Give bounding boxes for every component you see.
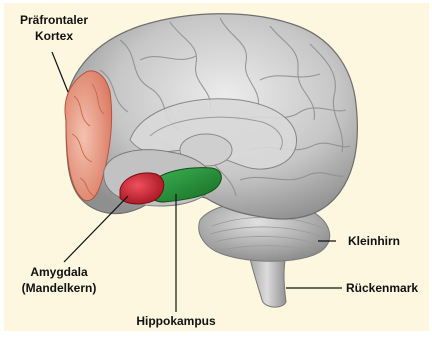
prefrontal-cortex-label: Präfrontaler Kortex (14, 12, 94, 44)
cerebellum-label: Kleinhirn (348, 233, 400, 249)
hippocampus-label: Hippokampus (126, 313, 226, 329)
amygdala-label: Amygdala (Mandelkern) (14, 264, 104, 296)
spinal-cord-label: Rückenmark (346, 280, 418, 296)
amygdala-label-line1: Amygdala (14, 264, 104, 280)
prefrontal-label-line2: Kortex (14, 28, 94, 44)
prefrontal-pointer-line (52, 52, 68, 92)
prefrontal-label-line1: Präfrontaler (14, 12, 94, 28)
amygdala-label-line2: (Mandelkern) (14, 280, 104, 296)
